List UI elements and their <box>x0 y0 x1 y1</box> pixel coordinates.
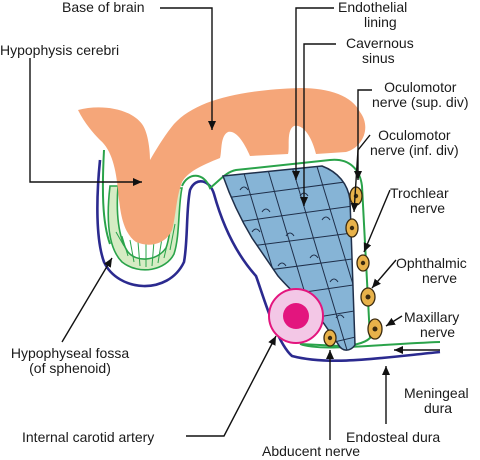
label-ophthalmic-line2: nerve <box>422 270 458 286</box>
label-cavernous-line1: Cavernous <box>346 35 414 51</box>
oculomotor-inf-nerve <box>345 218 359 238</box>
leader-cavernous-sinus <box>300 43 336 206</box>
leader-endothelial-lining <box>292 7 334 180</box>
label-cavernous-line2: sinus <box>362 50 395 66</box>
label-hypophyseal-fossa: Hypophyseal fossa (of sphenoid) <box>8 346 132 376</box>
label-ophthalmic-line1: Ophthalmic <box>396 255 467 271</box>
label-hypophyseal-line1: Hypophyseal fossa <box>10 345 130 361</box>
label-trochlear-line1: Trochlear <box>390 185 449 201</box>
label-hypophyseal-line2: (of sphenoid) <box>29 360 111 376</box>
label-maxillary-line1: Maxillary <box>404 309 460 325</box>
label-base-of-brain: Base of brain <box>62 0 145 15</box>
leader-oculomotor-inf <box>350 134 371 213</box>
label-oculomotor-sup-line1: Oculomotor <box>384 79 457 95</box>
leader-maxillary <box>385 315 403 327</box>
label-meningeal-dura: Meningeal dura <box>404 386 469 416</box>
label-endosteal-dura: Endosteal dura <box>346 429 441 445</box>
label-oculomotor-inf-line2: nerve (inf. div) <box>370 142 459 158</box>
label-trochlear-line2: nerve <box>410 200 446 216</box>
label-oculomotor-inf-line1: Oculomotor <box>378 127 451 143</box>
label-oculomotor-sup-line2: nerve (sup. div) <box>372 94 469 110</box>
label-meningeal-line2: dura <box>424 400 453 416</box>
leader-internal-carotid <box>186 335 277 437</box>
meningeal-dura-line <box>101 149 441 349</box>
label-abducent-nerve: Abducent nerve <box>262 443 361 459</box>
label-meningeal-line1: Meningeal <box>404 385 469 401</box>
label-trochlear: Trochlear nerve <box>390 186 449 216</box>
label-endothelial-lining: Endothelial lining <box>338 0 407 30</box>
label-maxillary: Maxillary nerve <box>404 310 459 340</box>
leader-hypophyseal-fossa <box>61 257 113 343</box>
leader-trochlear <box>363 189 391 253</box>
label-oculomotor-sup: Oculomotor nerve (sup. div) <box>372 80 468 110</box>
internal-carotid-artery <box>268 288 324 344</box>
label-oculomotor-inf: Oculomotor nerve (inf. div) <box>370 128 459 158</box>
leader-hypophysis-cerebri <box>29 58 142 186</box>
label-cavernous-sinus: Cavernous sinus <box>346 36 414 66</box>
label-ophthalmic: Ophthalmic nerve <box>396 256 467 286</box>
trochlear-nerve <box>356 254 370 272</box>
label-endothelial-line2: lining <box>364 14 397 30</box>
label-hypophysis-cerebri: Hypophysis cerebri <box>0 42 120 58</box>
leader-ophthalmic <box>371 259 397 289</box>
maxillary-nerve <box>367 318 383 340</box>
label-internal-carotid: Internal carotid artery <box>22 429 155 445</box>
abducent-nerve <box>323 329 337 347</box>
label-maxillary-line2: nerve <box>420 324 456 340</box>
sinus-trabeculae <box>223 166 355 351</box>
label-endothelial-line1: Endothelial <box>338 0 408 15</box>
ophthalmic-nerve <box>360 287 376 307</box>
leader-base-of-brain <box>160 7 216 130</box>
fossa-striations <box>115 223 176 267</box>
base-of-brain <box>78 88 366 245</box>
